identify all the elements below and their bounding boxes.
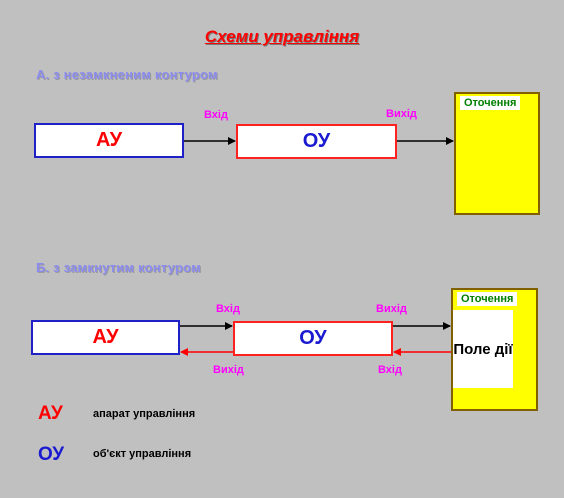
section-b-field-box: Поле дії [453, 310, 513, 388]
section-a-environment-label: Оточення [460, 96, 521, 110]
section-b-environment-box: Оточення Поле дії [451, 288, 538, 411]
section-b-input-bottom-label: Вхід [378, 364, 402, 376]
section-a-environment-box: Оточення [454, 92, 540, 215]
section-a-au-label: АУ [95, 129, 123, 151]
section-a-input-label: Вхід [204, 109, 228, 121]
legend-au-text: апарат управління [93, 408, 196, 420]
section-b-au-label: АУ [92, 326, 119, 348]
section-a-output-label: Вихід [386, 108, 417, 120]
section-a-label: А. з незамкненим контуром [36, 67, 218, 82]
legend-ou-text: об'єкт управління [93, 448, 192, 460]
legend-ou-abbr: ОУ [38, 444, 65, 465]
diagram-title: Схеми управління [204, 27, 360, 46]
section-b-environment-label: Оточення [457, 292, 518, 306]
section-a-ou-box: ОУ [236, 124, 397, 159]
section-b-au-box: АУ [31, 320, 180, 355]
section-b-output-bottom-label: Вихід [213, 364, 244, 376]
section-b-label: Б. з замкнутим контуром [36, 260, 201, 275]
section-b-ou-label: ОУ [299, 327, 327, 349]
section-a-au-box: АУ [34, 123, 184, 158]
section-b-output-top-label: Вихід [376, 303, 407, 315]
legend-au-abbr: АУ [38, 403, 63, 424]
section-a-ou-label: ОУ [302, 130, 331, 152]
section-b-input-top-label: Вхід [216, 303, 240, 315]
section-b-field-label: Поле дії [453, 340, 513, 358]
section-b-ou-box: ОУ [233, 321, 393, 356]
